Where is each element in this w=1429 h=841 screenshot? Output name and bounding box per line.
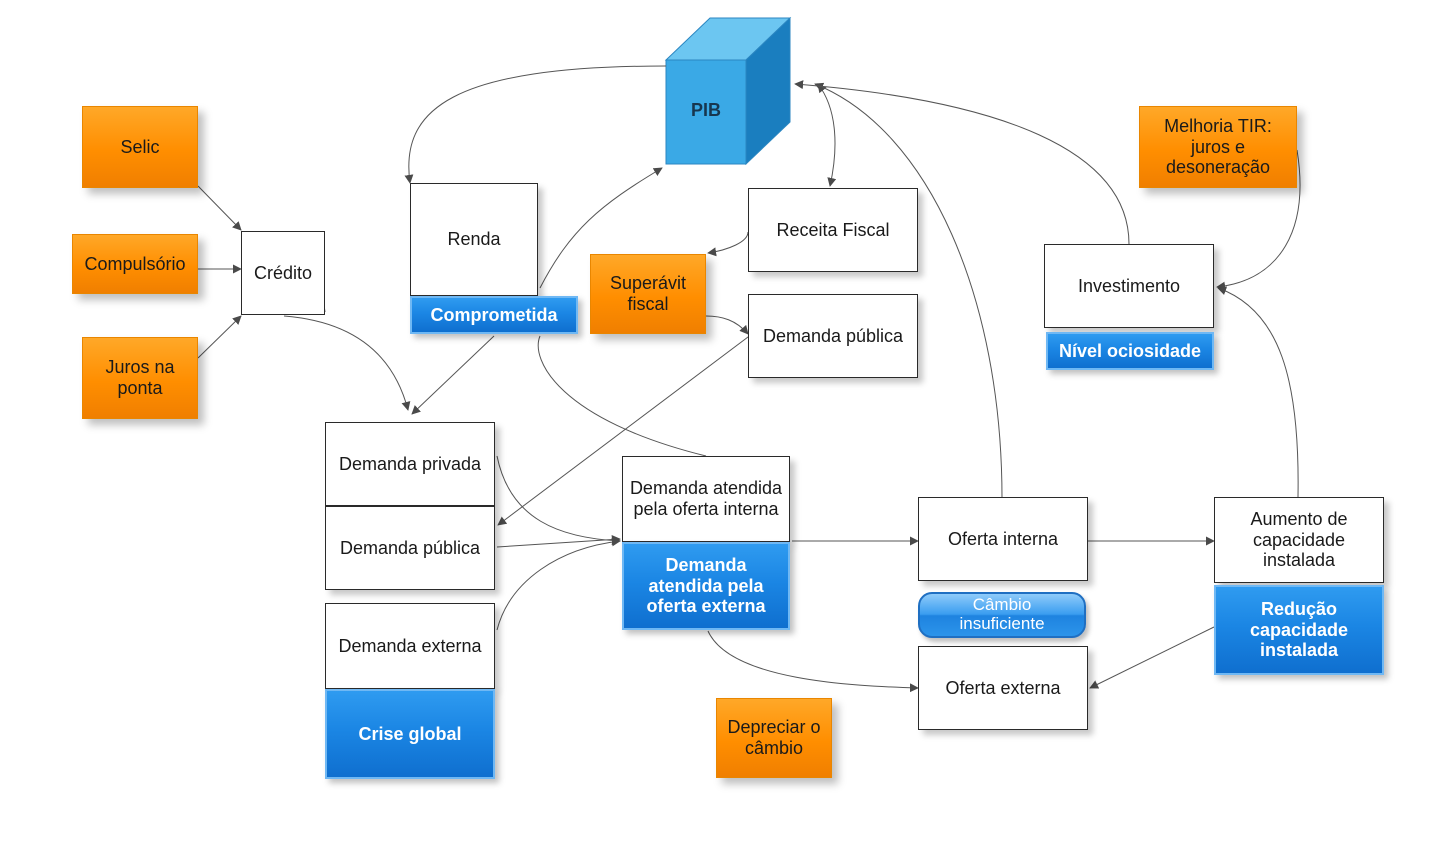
edge-comprometida-demanda-privada (411, 335, 495, 415)
edge-juros-credito (197, 315, 242, 359)
pib-label: PIB (690, 100, 721, 120)
edge-aumento-investimento (1217, 286, 1299, 498)
nivel-ociosidade-label: Nível ociosidade (1058, 340, 1202, 361)
selic-label: Selic (120, 136, 160, 157)
edge-superavit-demanda-publica-top (705, 315, 749, 335)
superavit-fiscal-label: Superávit fiscal (609, 273, 687, 314)
receita-fiscal-label: Receita Fiscal (776, 219, 890, 240)
edge-selic-credito (197, 185, 242, 231)
superavit-fiscal-box[interactable]: Superávit fiscal (590, 254, 706, 334)
demanda-externa-label: Demanda externa (338, 635, 482, 656)
crise-global-box[interactable]: Crise global (325, 689, 495, 779)
investimento-label: Investimento (1077, 275, 1181, 296)
pib-cube (664, 16, 792, 166)
renda-box[interactable]: Renda (410, 183, 538, 296)
edge-oferta-interna-pib (814, 82, 1003, 499)
oferta-externa-box[interactable]: Oferta externa (918, 646, 1088, 730)
receita-fiscal-box[interactable]: Receita Fiscal (748, 188, 918, 272)
demanda-atendida-externa-box[interactable]: Demanda atendida pela oferta externa (622, 542, 790, 630)
edge-atendida-oferta-externa (707, 630, 919, 693)
credito-label: Crédito (253, 262, 313, 283)
depreciar-cambio-label: Depreciar o câmbio (727, 717, 821, 758)
demanda-publica-box[interactable]: Demanda pública (325, 506, 495, 590)
aumento-capacidade-label: Aumento de capacidade instalada (1250, 508, 1348, 571)
crise-global-label: Crise global (358, 723, 462, 744)
edge-pib-renda (404, 65, 667, 184)
edge-reducao-oferta-externa (1089, 626, 1215, 689)
renda-label: Renda (447, 229, 501, 250)
edge-interna-renda (537, 335, 707, 457)
demanda-publica-top-box[interactable]: Demanda pública (748, 294, 918, 378)
investimento-box[interactable]: Investimento (1044, 244, 1214, 328)
edge-privada-atendida (496, 455, 621, 546)
comprometida-box[interactable]: Comprometida (410, 296, 578, 334)
juros-na-ponta-label: Juros na ponta (105, 357, 175, 398)
edge-receita-superavit (707, 231, 749, 257)
demanda-privada-label: Demanda privada (338, 453, 482, 474)
cambio-insuficiente-badge[interactable]: Câmbio insuficiente (918, 592, 1086, 638)
demanda-atendida-interna-label: Demanda atendida pela oferta interna (629, 478, 783, 519)
demanda-atendida-externa-label: Demanda atendida pela oferta externa (646, 554, 766, 617)
demanda-publica-label: Demanda pública (339, 537, 481, 558)
cambio-insuficiente-label: Câmbio insuficiente (959, 595, 1045, 633)
reducao-capacidade-label: Redução capacidade instalada (1249, 598, 1349, 661)
oferta-interna-box[interactable]: Oferta interna (918, 497, 1088, 581)
demanda-publica-top-label: Demanda pública (762, 325, 904, 346)
oferta-interna-label: Oferta interna (947, 528, 1059, 549)
nivel-ociosidade-box[interactable]: Nível ociosidade (1046, 332, 1214, 370)
juros-na-ponta-box[interactable]: Juros na ponta (82, 337, 198, 419)
reducao-capacidade-box[interactable]: Redução capacidade instalada (1214, 585, 1384, 675)
demanda-atendida-interna-box[interactable]: Demanda atendida pela oferta interna (622, 456, 790, 542)
edge-pib-receita (817, 83, 837, 187)
edge-publica-atendida (496, 535, 621, 548)
depreciar-cambio-box[interactable]: Depreciar o câmbio (716, 698, 832, 778)
compulsorio-box[interactable]: Compulsório (72, 234, 198, 294)
selic-box[interactable]: Selic (82, 106, 198, 188)
edge-credito-demanda-privada (283, 315, 411, 411)
oferta-externa-label: Oferta externa (945, 677, 1061, 698)
credito-box[interactable]: Crédito (241, 231, 325, 315)
demanda-privada-box[interactable]: Demanda privada (325, 422, 495, 506)
comprometida-label: Comprometida (430, 304, 558, 325)
edge-externa-atendida (496, 537, 621, 631)
compulsorio-label: Compulsório (84, 253, 186, 274)
melhoria-tir-label: Melhoria TIR: juros e desoneração (1164, 115, 1272, 178)
demanda-externa-box[interactable]: Demanda externa (325, 603, 495, 689)
aumento-capacidade-box[interactable]: Aumento de capacidade instalada (1214, 497, 1384, 583)
melhoria-tir-box[interactable]: Melhoria TIR: juros e desoneração (1139, 106, 1297, 188)
